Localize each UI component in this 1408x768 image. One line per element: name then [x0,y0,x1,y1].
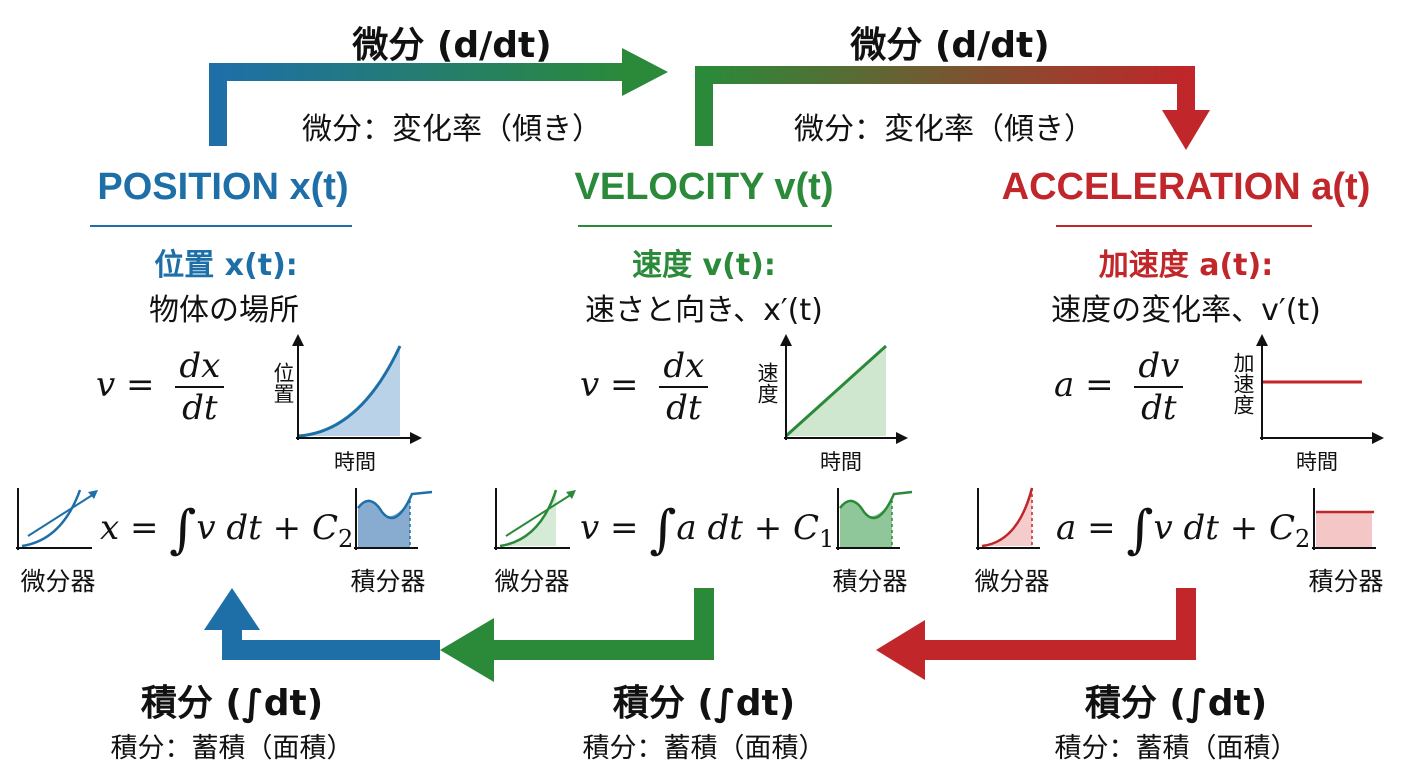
position-integrator-icon [354,488,433,550]
formula-lhs: a = [1054,365,1114,405]
acceleration-subtitle: 加速度 a(t): [1098,248,1274,283]
velocity-subtitle: 速度 v(t): [632,248,776,283]
formula-lhs: v = [96,365,155,405]
top-arrow-2-label: 微分 (d/dt) [850,25,1050,66]
formula-rhs: v dt + C [1153,508,1296,548]
formula-rhs: a dt + C [676,508,820,548]
acceleration-integrator-icon [1312,488,1376,550]
integral-sign-icon: ∫ [1126,500,1154,560]
velocity-graph-ylabel: 速度 [755,362,779,404]
velocity-desc: 速さと向き、x′(t) [585,293,823,328]
acceleration-title: ACCELERATION a(t) [1001,166,1371,208]
velocity-differentiator-label: 微分器 [494,567,570,596]
acceleration-desc: 速度の変化率、v′(t) [1051,293,1321,328]
position-graph [292,334,422,444]
top-arrow-1-label: 微分 (d/dt) [352,25,552,66]
velocity-title: VELOCITY v(t) [574,166,834,208]
bottom-arrow-position-label: 積分 (∫dt) [140,683,324,724]
bottom-arrow-accel-sub: 積分：蓄積（面積） [1054,733,1298,764]
formula-rhs: v dt + C [196,508,338,548]
constant-subscript: 2 [1295,524,1311,553]
velocity-integral-formula: v = ∫a dt + C1 [580,500,834,560]
position-title: POSITION x(t) [97,166,349,208]
position-graph-ylabel: 位置 [271,362,295,404]
top-arrow-1 [209,48,668,146]
formula-lhs: v = [580,508,639,548]
velocity-integrator-icon [836,488,913,550]
constant-subscript: 1 [819,524,835,553]
bottom-arrow-velocity-label: 積分 (∫dt) [612,683,796,724]
top-arrow-2-sub: 微分：変化率（傾き） [794,112,1094,147]
integral-sign-icon: ∫ [649,500,677,560]
formula-lhs: x = [100,508,159,548]
position-differentiator-icon [16,488,98,550]
bottom-arrow-position-sub: 積分：蓄積（面積） [110,733,354,764]
numerator: dx [659,346,709,388]
position-differentiator-label: 微分器 [20,567,96,596]
bottom-arrow-accel-label: 積分 (∫dt) [1084,683,1268,724]
formula-lhs: a = [1056,508,1116,548]
bottom-arrow-velocity [440,588,714,682]
numerator: dx [175,346,225,388]
acceleration-integral-formula: a = ∫v dt + C2 [1056,500,1310,560]
position-integral-formula: x = ∫v dt + C2 [100,500,353,560]
velocity-graph [780,334,908,444]
constant-subscript: 2 [337,524,354,553]
acceleration-graph-xlabel: 時間 [1296,450,1338,474]
denominator: dt [1141,388,1177,428]
bottom-arrow-position [204,588,440,660]
denominator: dt [182,388,218,428]
bottom-arrow-accel [876,588,1196,680]
acceleration-differentiator-label: 微分器 [974,567,1050,596]
integral-sign-icon: ∫ [169,500,197,560]
top-arrow-2 [695,66,1210,150]
velocity-integrator-label: 積分器 [832,567,908,596]
formula-lhs: v = [580,365,639,405]
position-desc: 物体の場所 [149,293,299,328]
velocity-graph-xlabel: 時間 [820,450,862,474]
acceleration-graph [1256,334,1384,444]
acceleration-graph-ylabel: 加速度 [1231,352,1255,415]
top-arrow-1-sub: 微分：変化率（傾き） [302,112,602,147]
bottom-arrow-velocity-sub: 積分：蓄積（面積） [582,733,826,764]
denominator: dt [666,388,702,428]
position-graph-xlabel: 時間 [334,450,376,474]
position-integrator-label: 積分器 [350,567,426,596]
velocity-differentiator-icon [494,488,576,550]
position-subtitle: 位置 x(t): [154,248,298,283]
acceleration-differentiator-icon [976,487,1040,550]
numerator: dv [1134,346,1184,388]
acceleration-integrator-label: 積分器 [1308,567,1384,596]
